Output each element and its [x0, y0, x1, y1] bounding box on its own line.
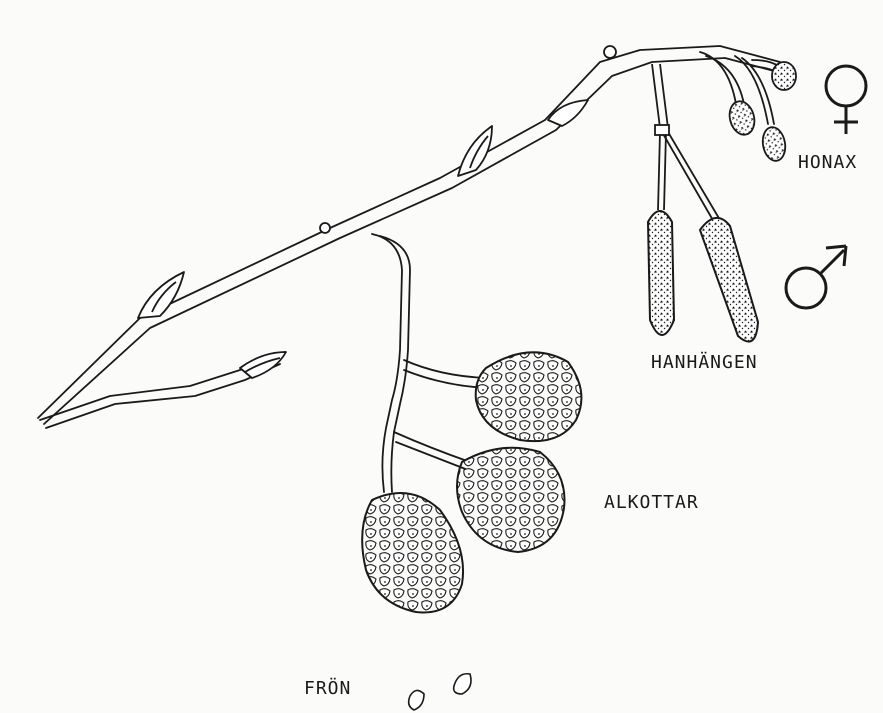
male-symbol-icon [780, 238, 852, 316]
seeds [409, 674, 471, 710]
cones-label: ALKOTTAR [604, 492, 699, 513]
female-catkin-head [726, 98, 758, 137]
male-catkins-label: HANHÄNGEN [651, 352, 758, 373]
alder-cone [457, 448, 565, 552]
female-catkins-label: HONAX [798, 152, 857, 173]
buds [138, 46, 616, 378]
female-catkin-head [772, 62, 796, 90]
alder-cone [362, 493, 463, 612]
male-catkin [648, 211, 674, 335]
female-catkin-head [760, 125, 788, 162]
alder-cone [476, 352, 582, 441]
female-symbol-icon [814, 58, 878, 138]
cone-stalks [372, 234, 488, 492]
seeds-label: FRÖN [304, 678, 351, 699]
male-catkin-stalks [652, 64, 720, 222]
male-catkin [700, 218, 758, 342]
seed [454, 674, 471, 694]
seed [409, 690, 424, 710]
